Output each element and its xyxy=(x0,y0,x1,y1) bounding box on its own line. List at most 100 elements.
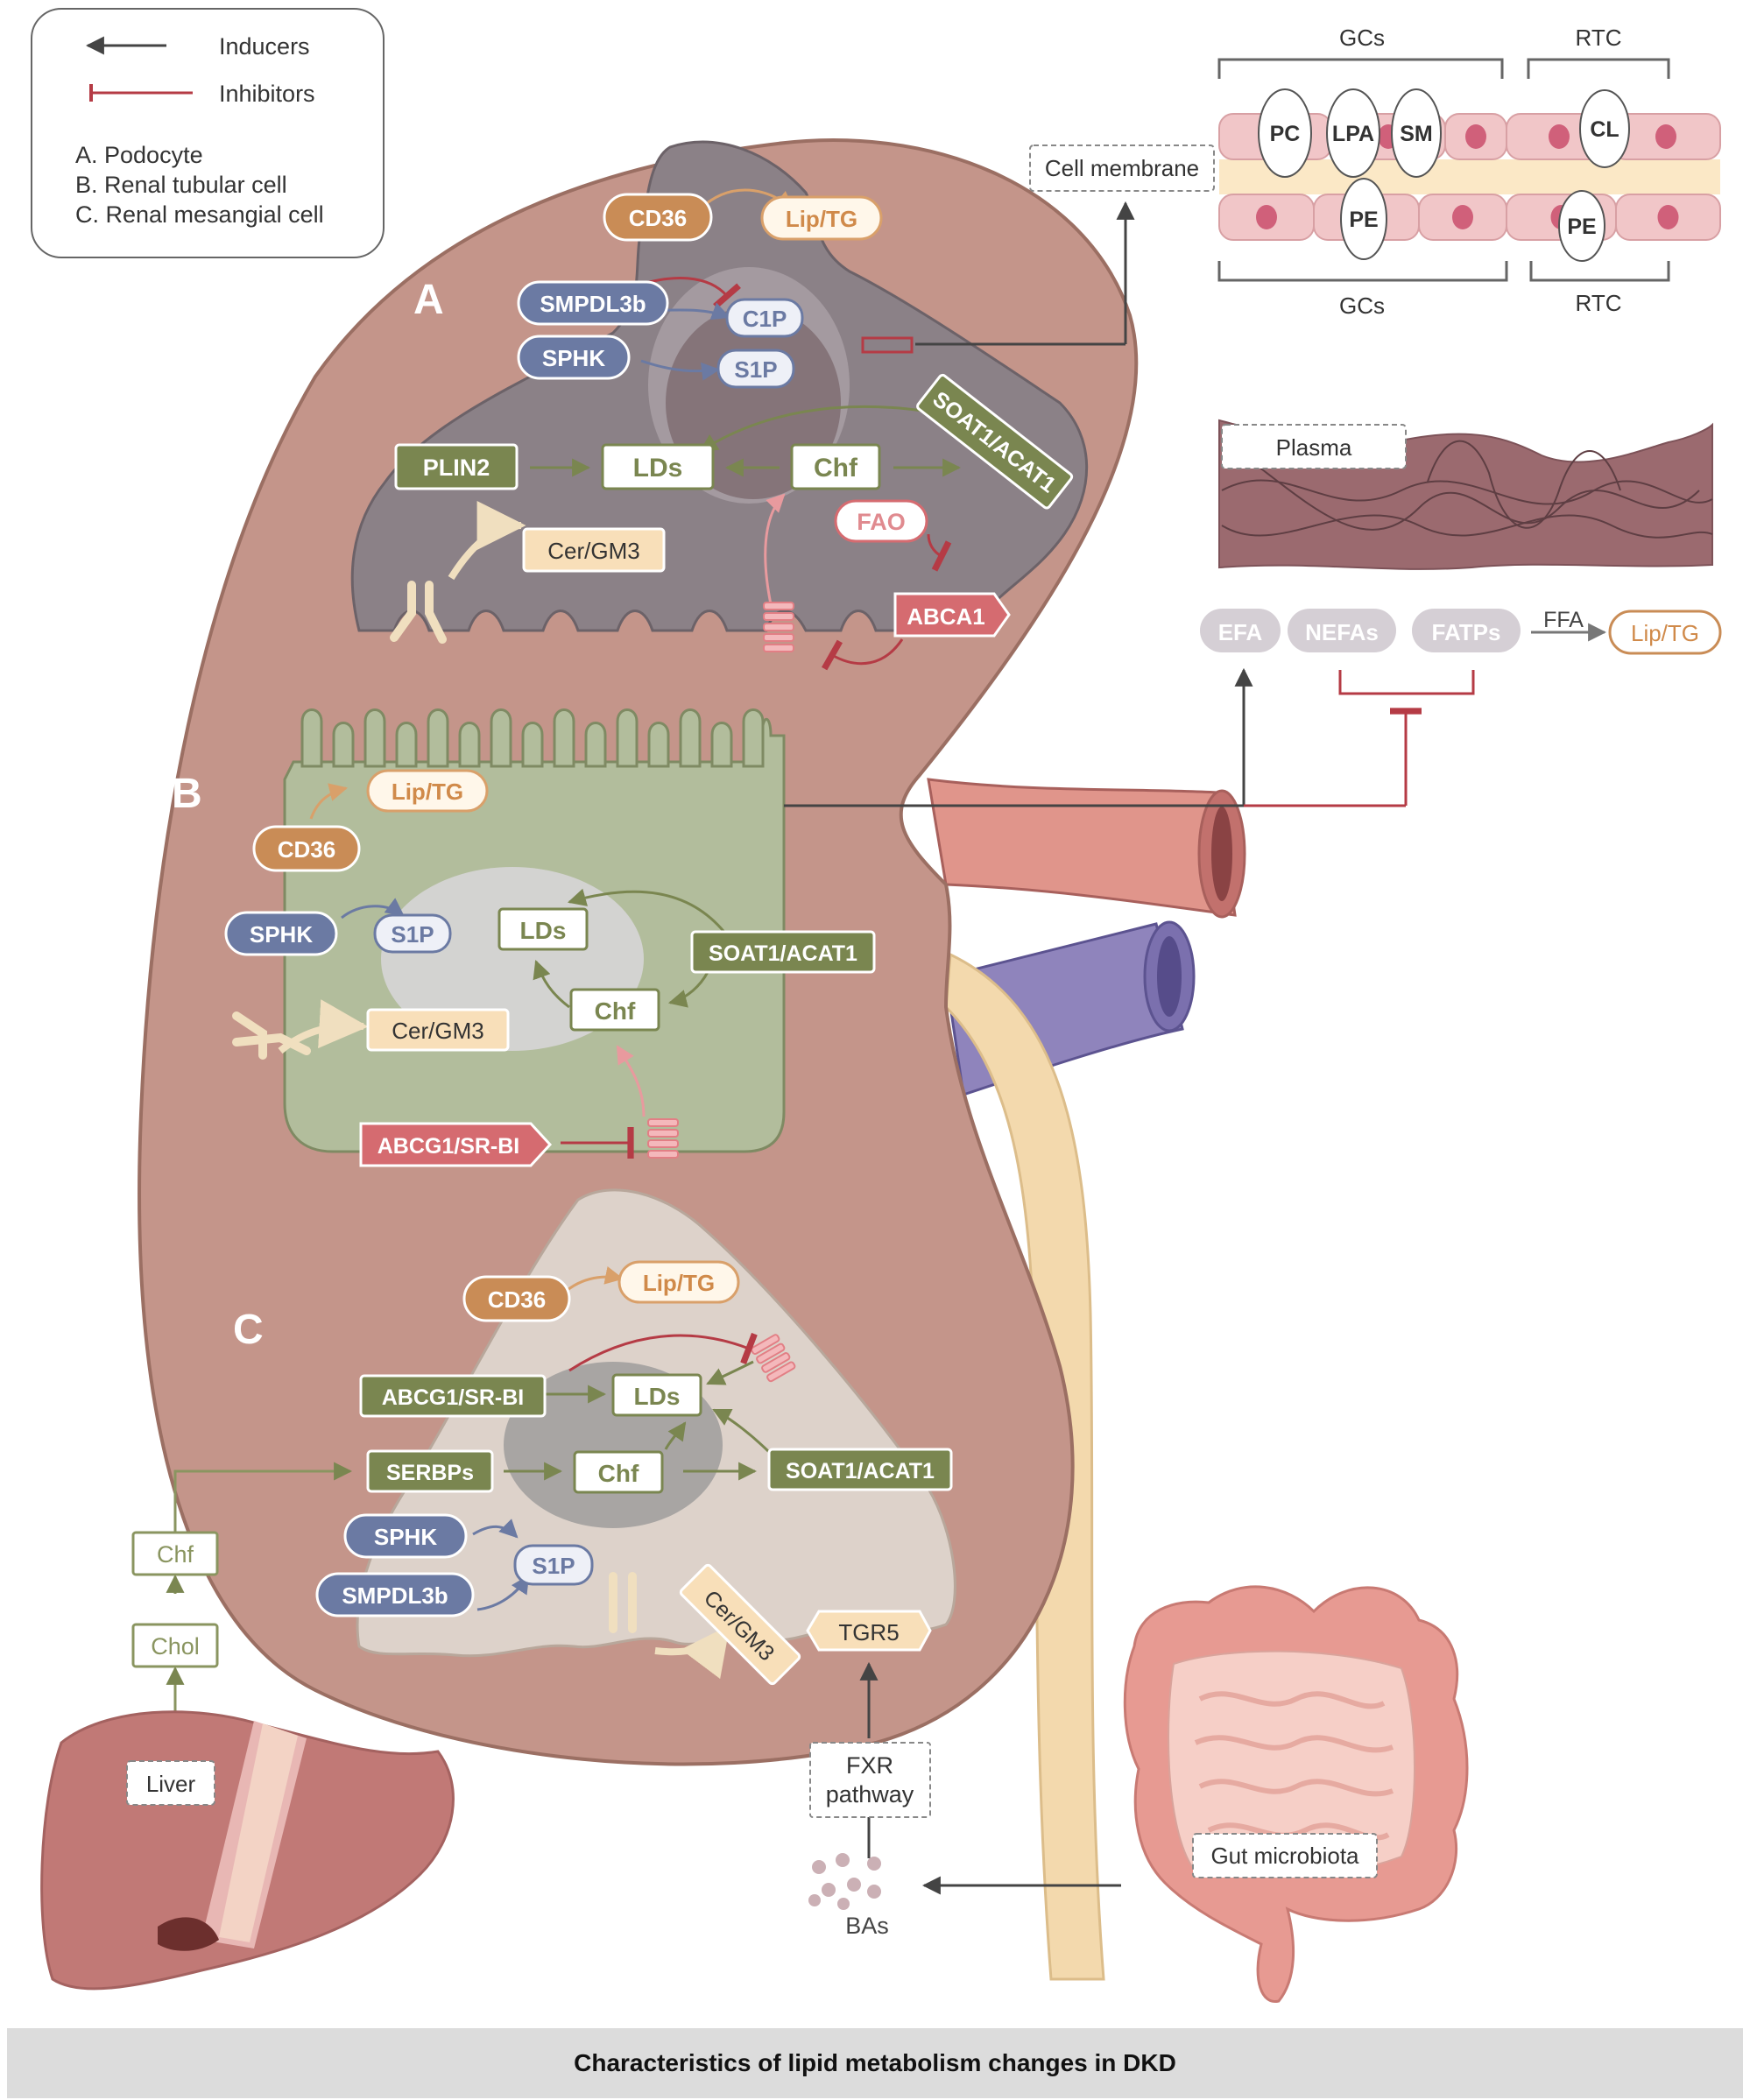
tub-s1p: S1P xyxy=(373,913,452,954)
fxr-pathway-box: FXR pathway xyxy=(809,1742,931,1818)
svg-text:pathway: pathway xyxy=(826,1781,914,1808)
svg-text:EFA: EFA xyxy=(1218,619,1263,645)
svg-text:LDs: LDs xyxy=(634,1383,681,1410)
mes-lds: LDs xyxy=(611,1373,702,1417)
bas-label: BAs xyxy=(845,1913,889,1939)
svg-text:SOAT1/ACAT1: SOAT1/ACAT1 xyxy=(786,1459,935,1483)
svg-text:S1P: S1P xyxy=(391,921,434,948)
svg-text:S1P: S1P xyxy=(734,356,777,383)
lipid-cl: CL xyxy=(1579,89,1630,168)
gut-label: Gut microbiota xyxy=(1210,1843,1359,1869)
svg-text:SM: SM xyxy=(1400,122,1433,146)
svg-text:SPHK: SPHK xyxy=(542,345,605,371)
lipid-pe-1: PE xyxy=(1340,178,1387,260)
liver-label: Liver xyxy=(146,1771,196,1797)
svg-text:ABCA1: ABCA1 xyxy=(907,603,985,630)
tubular-microvilli xyxy=(300,708,765,768)
pod-abca1: ABCA1 xyxy=(893,592,1011,638)
plasma-efa: EFA xyxy=(1200,609,1281,652)
label-gcs-top: GCs xyxy=(1339,25,1385,51)
tub-lip-tg: Lip/TG xyxy=(366,769,489,813)
svg-text:CD36: CD36 xyxy=(278,836,335,863)
lipid-pe-2: PE xyxy=(1558,190,1605,262)
membrane-focus-box xyxy=(861,336,914,354)
lipid-pc: PC xyxy=(1258,88,1312,178)
mes-chf: Chf xyxy=(573,1450,664,1494)
bile-acid-dots-icon xyxy=(808,1853,881,1910)
mes-cd36: CD36 xyxy=(462,1275,571,1322)
svg-text:LDs: LDs xyxy=(633,454,683,483)
svg-text:Chf: Chf xyxy=(598,1460,639,1487)
svg-text:SPHK: SPHK xyxy=(250,921,313,948)
liver-box xyxy=(126,1760,215,1806)
tub-soat1: SOAT1/ACAT1 xyxy=(690,930,876,974)
renal-vessels xyxy=(927,778,1246,1981)
plasma-fatps: FATPs xyxy=(1412,609,1521,652)
svg-text:ABCG1/SR-BI: ABCG1/SR-BI xyxy=(382,1385,525,1410)
legend-mesangial: C. Renal mesangial cell xyxy=(75,201,324,228)
figure-caption: Characteristics of lipid metabolism chan… xyxy=(574,2049,1176,2076)
svg-text:PC: PC xyxy=(1270,122,1301,146)
svg-text:FATPs: FATPs xyxy=(1432,619,1501,645)
svg-text:PE: PE xyxy=(1349,208,1378,232)
mes-sphk: SPHK xyxy=(343,1513,468,1559)
svg-text:SOAT1/ACAT1: SOAT1/ACAT1 xyxy=(709,941,857,966)
pod-s1p: S1P xyxy=(716,349,795,389)
svg-text:FXR: FXR xyxy=(846,1752,893,1779)
svg-text:PLIN2: PLIN2 xyxy=(423,455,490,481)
svg-text:CD36: CD36 xyxy=(488,1286,546,1313)
svg-text:Chf: Chf xyxy=(814,454,858,483)
svg-text:Chf: Chf xyxy=(157,1541,194,1568)
svg-text:FAO: FAO xyxy=(857,509,906,535)
mes-tgr5: TGR5 xyxy=(806,1610,932,1652)
legend-inhibitors: Inhibitors xyxy=(219,81,315,107)
plasma-inhibition-bracket xyxy=(1338,670,1475,695)
mes-soat1: SOAT1/ACAT1 xyxy=(767,1448,953,1491)
pod-lds: LDs xyxy=(601,443,715,490)
lipid-sm: SM xyxy=(1391,88,1442,178)
cell-membrane-label: Cell membrane xyxy=(1045,155,1199,181)
tub-lds: LDs xyxy=(497,907,589,951)
svg-text:TGR5: TGR5 xyxy=(838,1619,899,1645)
svg-text:Chol: Chol xyxy=(151,1633,200,1660)
label-rtc-top: RTC xyxy=(1576,25,1622,51)
svg-text:NEFAs: NEFAs xyxy=(1305,619,1379,645)
svg-text:LDs: LDs xyxy=(520,917,567,944)
plasma-ffa: FFA xyxy=(1543,608,1584,632)
plasma-nefas: NEFAs xyxy=(1288,609,1396,652)
systemic-chol: Chol xyxy=(131,1623,219,1668)
legend-inducers: Inducers xyxy=(219,33,310,60)
plasma-lip-tg: Lip/TG xyxy=(1608,610,1722,655)
pod-lip-tg: Lip/TG xyxy=(760,195,883,241)
svg-text:SMPDL3b: SMPDL3b xyxy=(540,291,646,317)
svg-text:LPA: LPA xyxy=(1332,122,1374,146)
gut-box xyxy=(1192,1833,1378,1878)
mes-lip-tg: Lip/TG xyxy=(617,1260,740,1304)
svg-text:Lip/TG: Lip/TG xyxy=(392,779,463,805)
svg-text:Chf: Chf xyxy=(595,997,636,1025)
podocyte-arrows xyxy=(448,188,1135,671)
svg-text:C1P: C1P xyxy=(743,306,787,332)
pod-fao: FAO xyxy=(834,499,928,543)
legend-tubular: B. Renal tubular cell xyxy=(75,172,287,198)
label-gcs-bottom: GCs xyxy=(1339,292,1385,319)
svg-text:CL: CL xyxy=(1590,117,1619,142)
mes-serbps: SERBPs xyxy=(366,1449,494,1493)
svg-text:Cer/GM3: Cer/GM3 xyxy=(392,1018,483,1044)
tub-sphk: SPHK xyxy=(224,911,338,956)
tub-chf: Chf xyxy=(569,988,660,1032)
pod-cer-gm3: Cer/GM3 xyxy=(522,527,666,573)
svg-text:Lip/TG: Lip/TG xyxy=(786,206,857,232)
pod-plin2: PLIN2 xyxy=(394,443,519,490)
pod-c1p: C1P xyxy=(725,298,804,338)
svg-text:S1P: S1P xyxy=(532,1553,575,1579)
label-rtc-bottom: RTC xyxy=(1576,290,1622,316)
plasma-panel: Plasma xyxy=(1218,419,1713,570)
svg-text:Lip/TG: Lip/TG xyxy=(643,1270,715,1296)
receptor-icon xyxy=(232,581,637,1633)
pod-sphk: SPHK xyxy=(517,335,631,380)
mes-s1p: S1P xyxy=(513,1544,594,1586)
svg-text:SERBPs: SERBPs xyxy=(386,1461,474,1485)
caption-bar: Characteristics of lipid metabolism chan… xyxy=(7,2028,1743,2098)
mes-smpdl3b: SMPDL3b xyxy=(315,1572,475,1617)
